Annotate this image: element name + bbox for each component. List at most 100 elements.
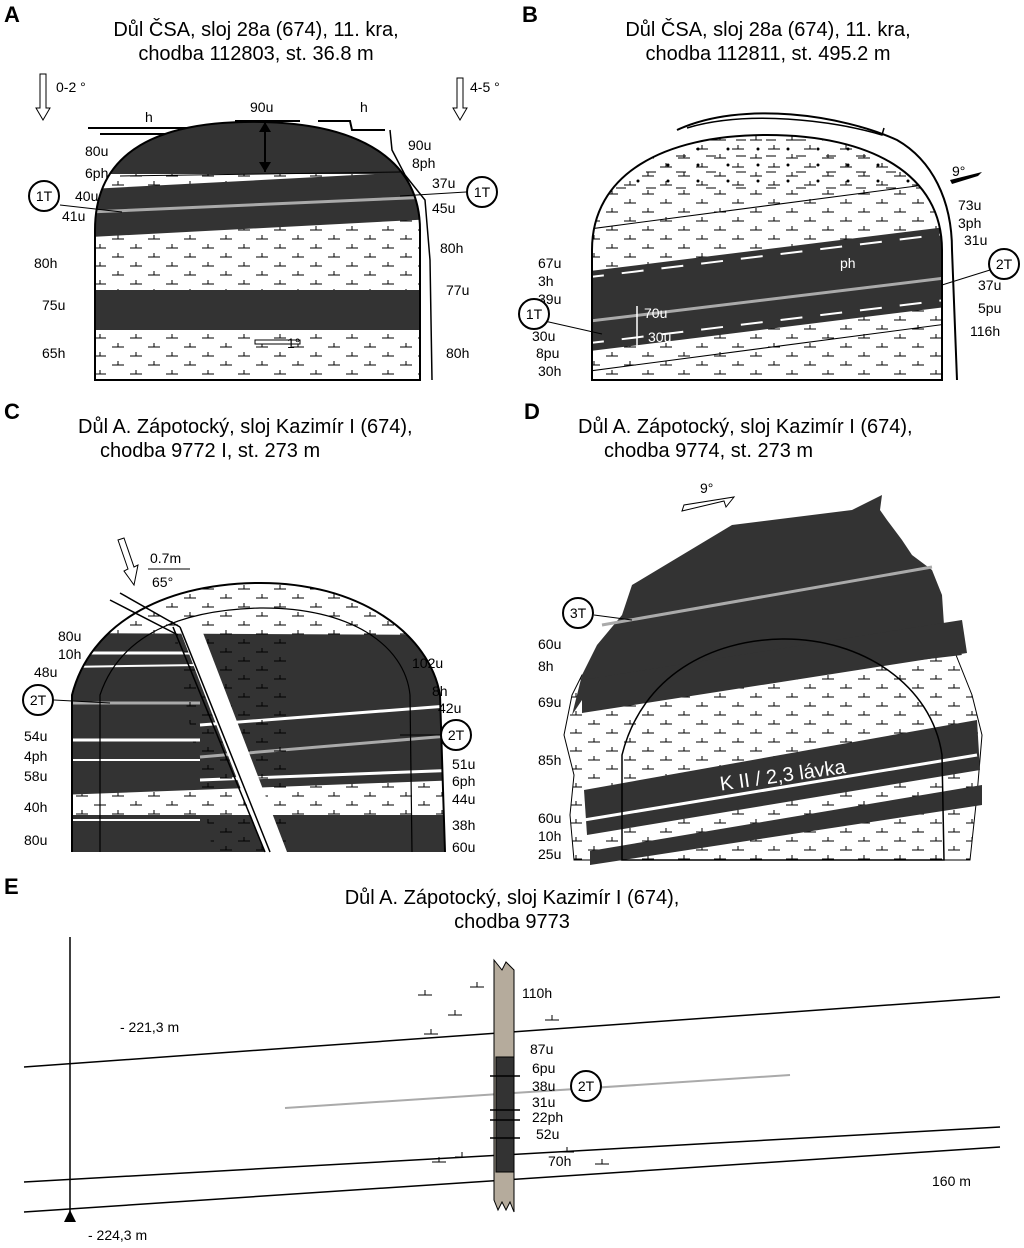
panel-b-section: 9° ph 70u 30u 67u 3h 39u 30u 8pu 30h 73u…: [518, 112, 1020, 381]
tonstein-label-left: 1T: [36, 188, 53, 204]
tonstein-marker-icon: [570, 1070, 602, 1102]
label-a-r0: 90u: [408, 137, 431, 153]
label-c-l2: 48u: [34, 664, 57, 680]
panel-e-title-line1: Důl A. Zápotocký, sloj Kazimír I (674),: [344, 887, 680, 909]
label-b-r2: 31u: [964, 232, 987, 248]
label-c-r5: 44u: [452, 791, 475, 807]
panel-c-letter: C: [4, 399, 20, 424]
tonstein-label-e: 2T: [578, 1078, 595, 1094]
inner-thickness-top: 70u: [644, 305, 667, 321]
dip-right-label: 4-5 °: [470, 79, 500, 95]
core-label-1: 87u: [530, 1041, 553, 1057]
fault-arrow-icon: [117, 537, 139, 587]
core-label-5: 22ph: [532, 1109, 563, 1125]
fault-label-top: 0.7m: [150, 550, 181, 566]
label-b-l3: 30u: [532, 328, 555, 344]
tonstein-label-b-left: 1T: [526, 306, 543, 322]
dip-arrow-icon: [681, 496, 736, 512]
panel-b-title-line2: chodba 112811, st. 495.2 m: [645, 43, 891, 65]
elevation-bottom-label: - 224,3 m: [88, 1227, 147, 1243]
thickness-top-label: 90u: [250, 99, 273, 115]
label-b-r1: 3ph: [958, 215, 981, 231]
label-d-l4: 60u: [538, 810, 561, 826]
label-a-l1: 6ph: [85, 165, 108, 181]
tonstein-marker-icon: [466, 176, 498, 208]
tonstein-label-right: 1T: [474, 184, 491, 200]
label-c-r3: 51u: [452, 756, 475, 772]
dip-label-b: 9°: [952, 163, 965, 179]
panel-d-letter: D: [524, 399, 540, 424]
label-c-l0: 80u: [58, 628, 81, 644]
tonstein-marker-icon: [22, 684, 54, 716]
panel-a: A Důl ČSA, sloj 28a (674), 11. kra, chod…: [0, 0, 512, 390]
panel-d: D Důl A. Zápotocký, sloj Kazimír I (674)…: [512, 395, 1024, 870]
label-a-r2: 37u: [432, 175, 455, 191]
core-label-2: 6pu: [532, 1060, 555, 1076]
panel-a-section: 0-2 ° 4-5 ° h h 90u 1° 80u 6ph 40u 41u 8…: [28, 73, 500, 381]
fault-label-bottom: 65°: [152, 574, 173, 590]
label-a-l5: 75u: [42, 297, 65, 313]
label-a-r4: 80h: [440, 240, 463, 256]
hatch-symbols: [418, 982, 609, 1165]
panel-b: B Důl ČSA, sloj 28a (674), 11. kra, chod…: [512, 0, 1024, 390]
label-a-r1: 8ph: [412, 155, 435, 171]
label-c-l4: 4ph: [24, 748, 47, 764]
dip-arrow-icon: [950, 172, 982, 184]
label-a-l2: 40u: [75, 188, 98, 204]
panel-e: E Důl A. Zápotocký, sloj Kazimír I (674)…: [0, 872, 1024, 1248]
label-b-l4: 8pu: [536, 345, 559, 361]
label-a-l4: 80h: [34, 255, 57, 271]
core-label-6: 52u: [536, 1126, 559, 1142]
tonstein-marker-icon: [440, 719, 472, 751]
label-c-r0: 102u: [412, 655, 443, 671]
label-b-r5: 116h: [970, 323, 1000, 339]
label-b-r3: 37u: [978, 277, 1001, 293]
label-c-l5: 58u: [24, 768, 47, 784]
panel-a-letter: A: [4, 2, 20, 27]
label-a-r6: 80h: [446, 345, 469, 361]
panel-e-letter: E: [4, 874, 19, 899]
label-d-l1: 8h: [538, 658, 554, 674]
elevation-top-label: - 221,3 m: [120, 1019, 179, 1035]
tonstein-marker-icon: [988, 248, 1020, 280]
label-d-l5: 10h: [538, 828, 561, 844]
tonstein-label-c-left: 2T: [30, 692, 47, 708]
panel-d-title-line2: chodba 9774, st. 273 m: [604, 440, 814, 462]
panel-c-title-line2: chodba 9772 I, st. 273 m: [100, 440, 321, 462]
label-a-l0: 80u: [85, 143, 108, 159]
label-a-l3: 41u: [62, 208, 85, 224]
label-d-l6: 25u: [538, 846, 561, 862]
tonstein-marker-icon: [28, 180, 60, 212]
label-b-r4: 5pu: [978, 300, 1001, 316]
tonstein-marker-icon: [518, 298, 550, 330]
label-c-r1: 8h: [432, 683, 448, 699]
panel-c-title-line1: Důl A. Zápotocký, sloj Kazimír I (674),: [78, 416, 413, 438]
core-label-7: 70h: [548, 1153, 571, 1169]
ph-label: ph: [840, 255, 856, 271]
label-b-l1: 3h: [538, 273, 554, 289]
label-b-r0: 73u: [958, 197, 981, 213]
h-left-label: h: [145, 109, 153, 125]
label-c-l7: 80u: [24, 832, 47, 848]
panel-b-title-line1: Důl ČSA, sloj 28a (674), 11. kra,: [625, 19, 911, 41]
label-c-l6: 40h: [24, 799, 47, 815]
panel-c: C Důl A. Zápotocký, sloj Kazimír I (674)…: [0, 395, 512, 860]
label-c-r7: 60u: [452, 839, 475, 855]
label-c-r2: 42u: [438, 700, 461, 716]
label-c-r6: 38h: [452, 817, 475, 833]
core-label-0: 110h: [522, 985, 552, 1001]
panel-a-title-line2: chodba 112803, st. 36.8 m: [138, 43, 374, 65]
panel-e-title-line2: chodba 9773: [454, 911, 570, 933]
label-a-l6: 65h: [42, 345, 65, 361]
dip-left-label: 0-2 °: [56, 79, 86, 95]
tonstein-label-d: 3T: [570, 605, 587, 621]
panel-b-letter: B: [522, 2, 538, 27]
label-b-l0: 67u: [538, 255, 561, 271]
inner-thickness-bottom: 30u: [648, 329, 671, 345]
panel-a-title-line1: Důl ČSA, sloj 28a (674), 11. kra,: [113, 19, 399, 41]
panel-d-title-line1: Důl A. Zápotocký, sloj Kazimír I (674),: [578, 416, 913, 438]
label-b-l5: 30h: [538, 363, 561, 379]
distance-label: 160 m: [932, 1173, 971, 1189]
core-label-3: 38u: [532, 1078, 555, 1094]
label-a-r5: 77u: [446, 282, 469, 298]
